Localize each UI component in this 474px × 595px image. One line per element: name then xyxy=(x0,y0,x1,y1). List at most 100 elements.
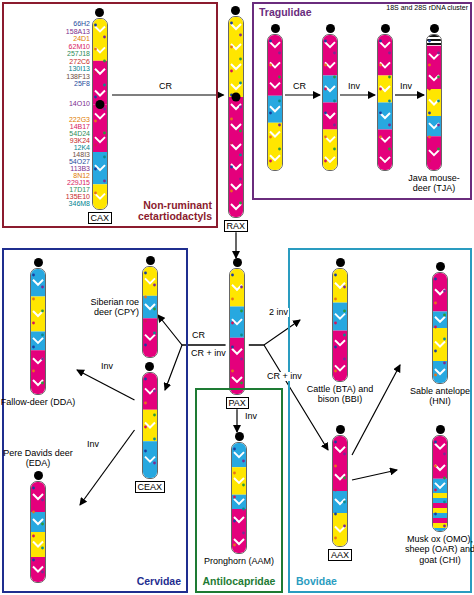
probe-signal xyxy=(434,441,437,444)
probe-signal xyxy=(239,202,242,205)
probe-signal xyxy=(153,332,156,335)
clone-label: 148I3 xyxy=(48,151,90,158)
probe-signal xyxy=(428,88,431,91)
band xyxy=(427,116,441,136)
probe-signal xyxy=(443,362,446,365)
probe-signal xyxy=(388,148,391,151)
taxon-panel: TragulidaeJava mouse-deer (TJA) xyxy=(252,2,472,200)
chevron xyxy=(231,64,241,69)
probe-signal xyxy=(41,358,44,361)
probe-signal xyxy=(334,370,337,373)
chromosome-arm xyxy=(30,268,46,395)
probe-signal xyxy=(144,296,147,299)
chevron xyxy=(270,42,280,47)
probe-signal xyxy=(153,438,156,441)
probe-signal xyxy=(233,520,236,523)
chromosome-bands xyxy=(333,269,347,381)
band xyxy=(433,503,447,508)
clone-label: 130I13 xyxy=(48,65,90,72)
chromosome-arm xyxy=(142,266,158,358)
band xyxy=(433,479,447,493)
chevron xyxy=(231,44,241,49)
probe-signal xyxy=(428,40,431,43)
band xyxy=(31,532,45,557)
probe-signal xyxy=(324,160,327,163)
band xyxy=(333,303,347,331)
probe-signal xyxy=(153,462,156,465)
band xyxy=(433,493,447,498)
chromosome-arm xyxy=(432,272,448,384)
chromosome xyxy=(142,256,158,358)
chromosome-bands xyxy=(433,436,447,531)
chromosome-node: Siberian roe deer (CPY) xyxy=(81,256,158,358)
band xyxy=(229,17,243,97)
band xyxy=(433,498,447,503)
probe-signal xyxy=(324,88,327,91)
chevron xyxy=(95,69,105,74)
band xyxy=(427,37,441,39)
chromosome-bands xyxy=(31,482,45,582)
chevron xyxy=(335,499,345,504)
band xyxy=(378,35,392,76)
probe-signal xyxy=(94,144,97,147)
band xyxy=(433,436,447,479)
probe-signal xyxy=(103,180,106,183)
probe-signal xyxy=(434,465,437,468)
probe-signal xyxy=(443,338,446,341)
chevron xyxy=(145,278,155,283)
probe-signal xyxy=(32,486,35,489)
chevron xyxy=(95,165,105,170)
arrow-label: Inv xyxy=(347,82,361,91)
probe-signal xyxy=(103,156,106,159)
probe-signal xyxy=(103,60,106,63)
probe-signal xyxy=(239,58,242,61)
probe-signal xyxy=(443,501,446,504)
band xyxy=(323,103,337,130)
chromosome-node: CAX xyxy=(88,8,113,224)
clone-label: 272C6 xyxy=(48,58,90,65)
probe-signal xyxy=(153,284,156,287)
probe-signal xyxy=(278,124,281,127)
chromosome-bands xyxy=(378,35,392,170)
band xyxy=(230,307,244,338)
chromosome-arm xyxy=(332,435,348,547)
band xyxy=(333,269,347,303)
probe-signal xyxy=(334,274,337,277)
band xyxy=(31,350,45,394)
arrow-label: CR + inv xyxy=(190,349,227,358)
chevron xyxy=(335,474,345,479)
clone-label: 14B17 xyxy=(48,123,90,130)
taxon-panel: AntilocapridaePronghorn (AAM) xyxy=(195,388,283,593)
probe-signal xyxy=(239,106,242,109)
clone-label: 25F8 xyxy=(48,80,90,87)
chevron xyxy=(231,84,241,89)
probe-signal xyxy=(434,513,437,516)
centromere-dot xyxy=(336,258,345,267)
evolution-arrow xyxy=(236,409,237,432)
chromosome-name: CAX xyxy=(88,212,113,224)
probe-signal xyxy=(32,558,35,561)
species-name: Cattle (BTA) and bison (BBI) xyxy=(300,384,380,405)
band xyxy=(31,269,45,297)
arrow-label: Inv xyxy=(244,412,258,421)
chromosome xyxy=(332,425,348,547)
band xyxy=(433,523,447,528)
band xyxy=(232,443,246,467)
probe-signal xyxy=(324,112,327,115)
chevron xyxy=(231,124,241,129)
centromere-dot xyxy=(271,24,280,33)
probe-signal xyxy=(32,510,35,513)
band xyxy=(433,312,447,329)
band xyxy=(323,35,337,76)
band xyxy=(378,76,392,103)
chevron xyxy=(234,452,244,457)
probe-signal xyxy=(144,426,147,429)
band xyxy=(143,296,157,319)
arrow-label: Inv xyxy=(100,362,114,371)
probe-signal xyxy=(437,52,440,55)
evolution-arrow xyxy=(80,430,135,505)
chevron xyxy=(380,86,390,91)
band xyxy=(433,518,447,523)
centromere-dot xyxy=(430,24,439,33)
probe-signal xyxy=(230,118,233,121)
